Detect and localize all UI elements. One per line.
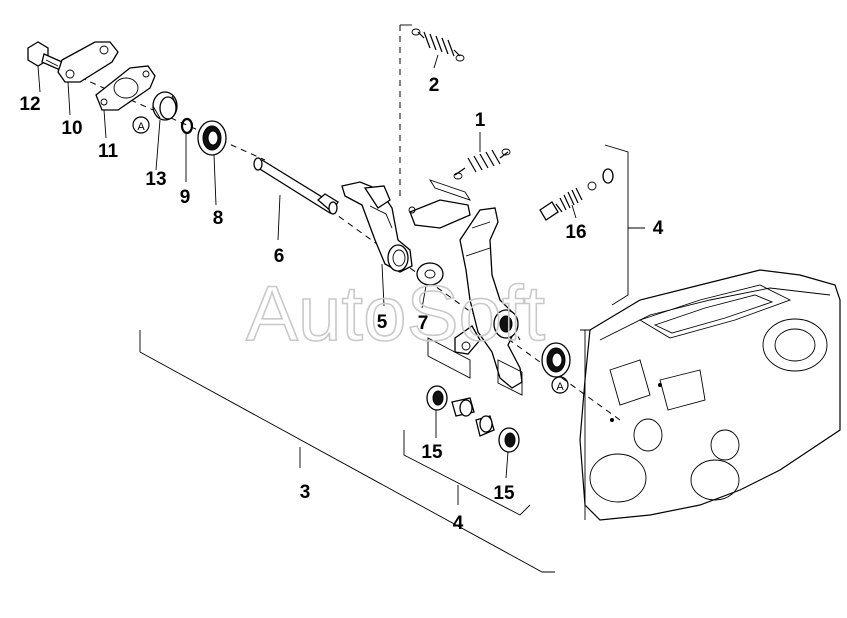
callout-7: 7	[418, 313, 429, 334]
bearing-right	[541, 342, 571, 378]
linkage-bracket	[408, 179, 472, 229]
callout-labels: 1 2 3 4 4 5 6 7 8 9 10 11 12 13 15 15 16	[19, 75, 663, 534]
gasket-part-11	[95, 65, 156, 111]
callout-1: 1	[475, 110, 486, 131]
marker-a-left-text: A	[137, 121, 145, 133]
engine-block	[579, 269, 841, 521]
callout-4-right: 4	[653, 218, 664, 239]
bushing-part-13	[152, 91, 178, 121]
callout-11: 11	[98, 141, 119, 162]
spring-part-2	[411, 28, 465, 62]
lever-part-5	[341, 181, 413, 273]
callout-10: 10	[61, 118, 82, 139]
callout-15-left: 15	[421, 442, 443, 463]
shaft-part-6	[253, 157, 339, 215]
flange-part-10	[57, 41, 119, 83]
snap-ring-part-9	[180, 117, 194, 135]
marker-a-right-text: A	[556, 381, 564, 393]
watermark-text: AutoSoft	[246, 269, 546, 357]
leader-lines	[37, 54, 577, 479]
pin-and-roller-part-15	[426, 337, 523, 453]
callout-13: 13	[145, 169, 166, 190]
marker-a-left: A	[132, 116, 150, 134]
callout-8: 8	[213, 208, 224, 229]
callout-12: 12	[19, 94, 40, 115]
callout-4-bottom: 4	[453, 513, 464, 534]
callout-2: 2	[429, 75, 440, 96]
callout-5: 5	[377, 312, 388, 333]
washer-part-7	[416, 262, 444, 286]
adjuster-part-16	[539, 168, 614, 221]
callout-6: 6	[274, 246, 285, 267]
callout-15-right: 15	[493, 483, 515, 504]
spring-part-1	[453, 148, 511, 180]
callout-9: 9	[180, 187, 191, 208]
lever-part-4	[454, 207, 523, 389]
bolt-part-12	[27, 41, 63, 71]
marker-a-right: A	[551, 376, 569, 394]
callout-3: 3	[300, 482, 311, 503]
group-bracket-lines	[139, 24, 645, 573]
callout-16: 16	[565, 222, 586, 243]
bearing-part-8	[197, 120, 227, 156]
